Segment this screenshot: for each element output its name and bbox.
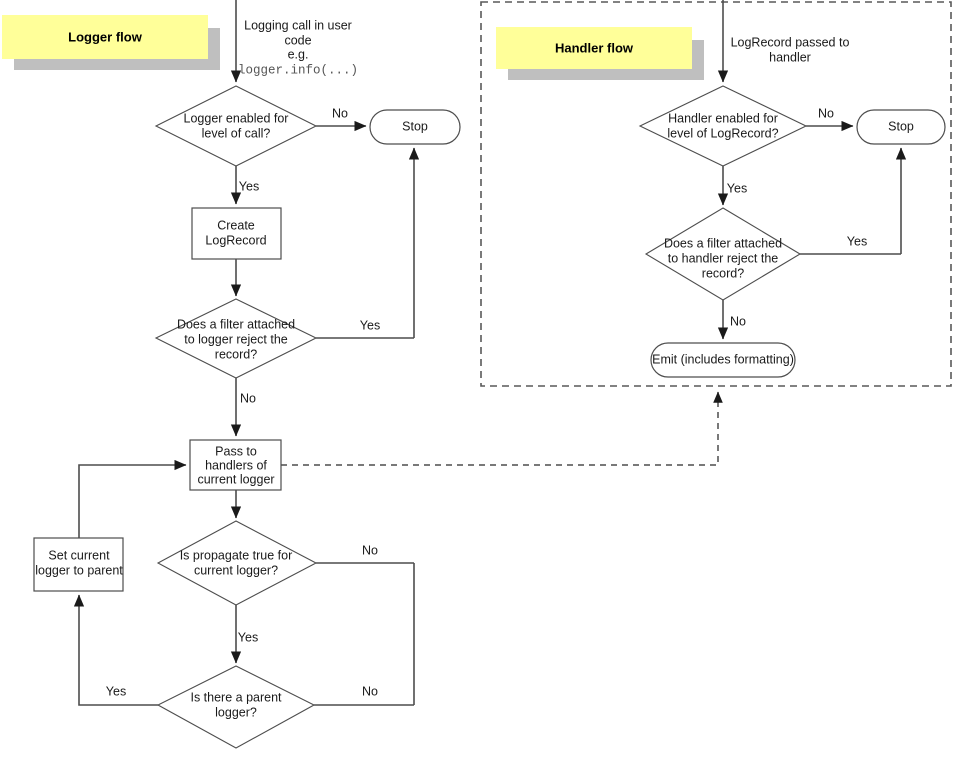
edge-pass-to-handler-flow [281, 391, 723, 466]
decision-handler-filter-line1: Does a filter attached [664, 236, 782, 250]
handler-entry-caption-line1: LogRecord passed to [731, 35, 850, 49]
decision-handler-filter-line3: record? [702, 266, 744, 280]
edge-set-parent-to-pass [78, 459, 187, 538]
terminator-emit [650, 342, 796, 378]
edge-label-handler-enabled-yes: Yes [727, 181, 747, 195]
terminator-stop-handler [856, 109, 946, 145]
process-pass-to-handlers [189, 439, 282, 491]
logger-entry-caption-line1: Logging call in user [244, 18, 352, 32]
terminator-stop-logger [369, 109, 461, 145]
decision-parent-logger [156, 665, 316, 749]
handler-flow-region [480, 1, 952, 387]
edge-label-propagate-no: No [362, 543, 378, 557]
edge-parent-logger-yes [73, 594, 158, 706]
edge-label-handler-enabled-no: No [818, 106, 834, 120]
decision-handler-enabled-line1: Handler enabled for [668, 111, 778, 125]
decision-propagate-line1: Is propagate true for [180, 548, 293, 562]
process-pass-to-handlers-line1: Pass to [215, 444, 257, 458]
decision-handler-enabled-line2: level of LogRecord? [667, 126, 778, 140]
logger-entry-caption-line2: code [284, 33, 311, 47]
edge-label-handler-filter-yes: Yes [847, 234, 867, 248]
decision-logger-enabled-line1: Logger enabled for [184, 111, 289, 125]
decision-propagate-line2: current logger? [194, 563, 278, 577]
terminator-stop-logger-label: Stop [402, 119, 428, 133]
decision-handler-filter-line2: to handler reject the [668, 251, 779, 265]
decision-logger-filter-line1: Does a filter attached [177, 317, 295, 331]
edge-label-handler-filter-no: No [730, 314, 746, 328]
terminator-stop-handler-label: Stop [888, 119, 914, 133]
handler-flow-title: Handler flow [555, 40, 634, 55]
edge-label-logger-enabled-yes: Yes [239, 179, 259, 193]
decision-logger-filter-line3: record? [215, 347, 257, 361]
edge-label-propagate-yes: Yes [238, 630, 258, 644]
logger-flow-title: Logger flow [68, 29, 143, 44]
decision-logger-filter-line2: to logger reject the [184, 332, 288, 346]
process-pass-to-handlers-line3: current logger [197, 472, 274, 486]
logger-entry-caption-line3: e.g. [288, 47, 309, 61]
edge-label-parent-logger-yes: Yes [106, 684, 126, 698]
process-set-current-logger-parent-line1: Set current [48, 548, 110, 562]
logger-flow-banner [2, 15, 208, 59]
terminator-emit-label: Emit (includes formatting) [652, 352, 794, 366]
decision-parent-logger-line2: logger? [215, 705, 257, 719]
edge-label-logger-enabled-no: No [332, 106, 348, 120]
edge-label-logger-filter-yes: Yes [360, 318, 380, 332]
decision-logger-enabled-line2: level of call? [202, 126, 271, 140]
logger-entry-caption-code: logger.info(...) [238, 63, 358, 77]
process-set-current-logger-parent-line2: logger to parent [35, 563, 123, 577]
process-create-logrecord-line1: Create [217, 218, 255, 232]
process-create-logrecord [191, 207, 282, 260]
process-set-current-logger-parent [33, 537, 124, 592]
handler-entry-caption-line2: handler [769, 50, 811, 64]
handler-flow-banner [496, 27, 692, 69]
edge-label-parent-logger-no: No [362, 684, 378, 698]
decision-parent-logger-line1: Is there a parent [190, 690, 282, 704]
process-create-logrecord-line2: LogRecord [205, 233, 266, 247]
edge-label-logger-filter-no: No [240, 391, 256, 405]
process-pass-to-handlers-line2: handlers of [205, 458, 267, 472]
